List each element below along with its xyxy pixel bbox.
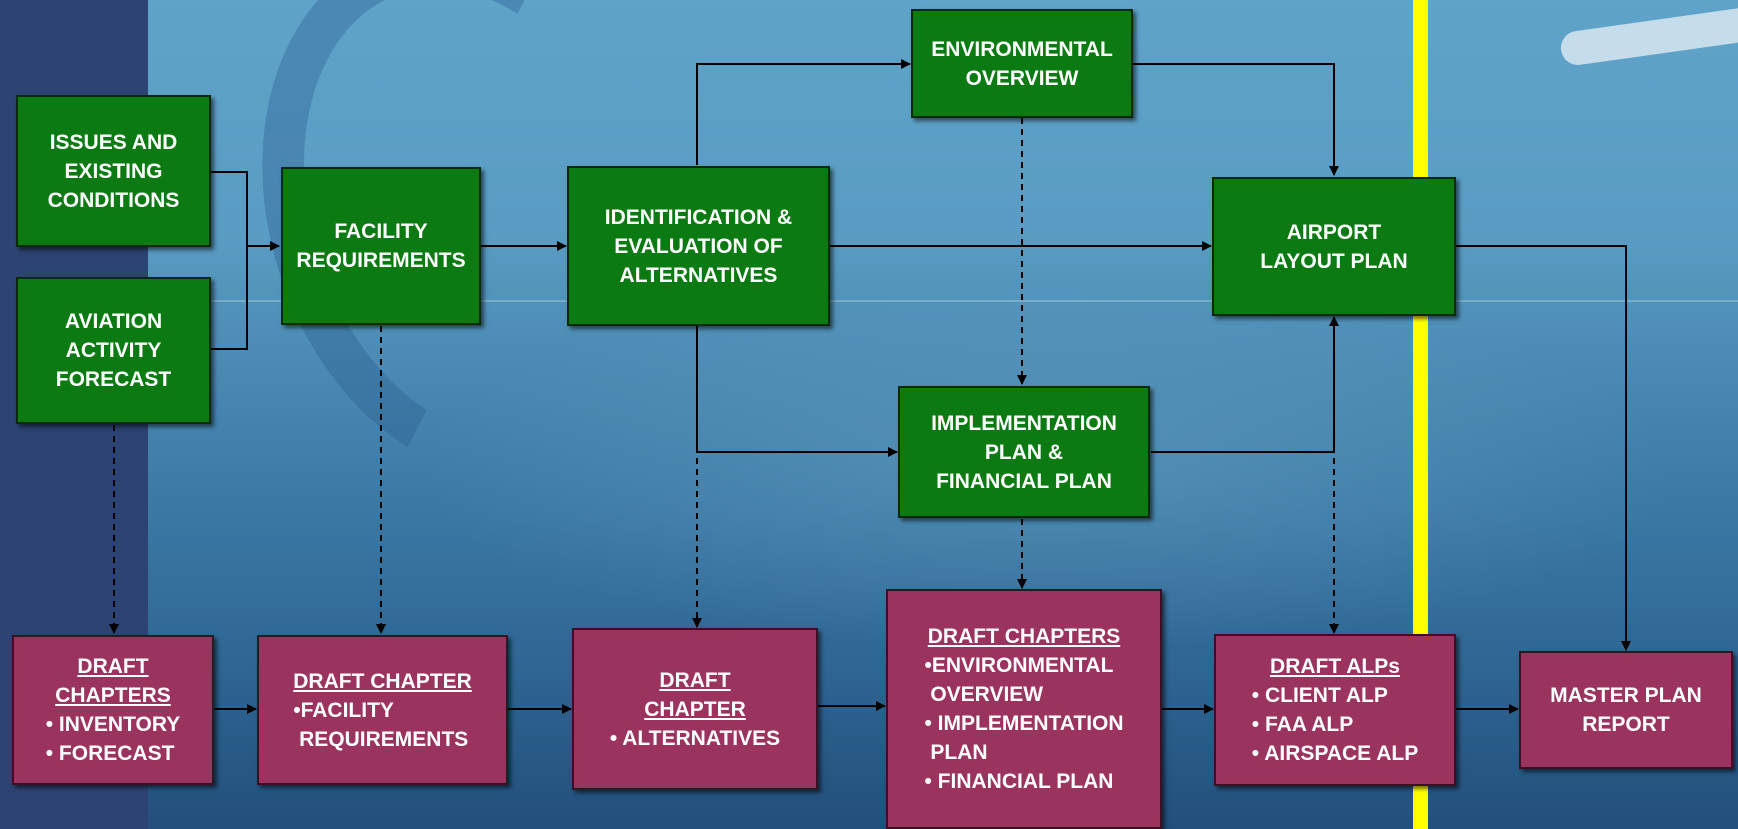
box-text-line: ALTERNATIVES: [619, 263, 778, 287]
issues-existing-conditions-box: ISSUES AND EXISTING CONDITIONS: [16, 95, 211, 247]
facility-requirements-box: FACILITY REQUIREMENTS: [281, 167, 481, 325]
bullet-item: •FACILITY: [293, 698, 394, 722]
arrow-airport-to-master-plan: [1455, 245, 1631, 651]
box-heading: DRAFT CHAPTER: [293, 669, 472, 693]
box-text-line: PLAN &: [984, 440, 1064, 464]
draft-chapters-environmental-box: DRAFT CHAPTERS •ENVIRONMENTAL OVERVIEW •…: [886, 589, 1162, 829]
box-text-line: FORECAST: [55, 368, 172, 391]
bullet-item: • CLIENT ALP: [1251, 684, 1388, 707]
airport-layout-plan-box: AIRPORT LAYOUT PLAN: [1212, 177, 1456, 316]
box-text-line: IDENTIFICATION &: [604, 205, 793, 229]
bullet-item-text: OVERVIEW: [930, 683, 1044, 706]
arrow-environmental-to-airport: [1133, 63, 1339, 176]
implementation-financial-plan-box: IMPLEMENTATION PLAN & FINANCIAL PLAN: [898, 386, 1150, 518]
arrow-identification-to-implementation: [696, 326, 898, 457]
bullet-item: • IMPLEMENTATION: [924, 712, 1124, 735]
box-text-line: ACTIVITY: [65, 339, 162, 362]
draft-chapter-facility-box: DRAFT CHAPTER •FACILITY REQUIREMENTS: [257, 635, 508, 785]
bullet-item: REQUIREMENTS: [293, 725, 472, 754]
box-text-line: EVALUATION OF: [614, 234, 783, 258]
environmental-overview-box: ENVIRONMENTAL OVERVIEW: [911, 9, 1133, 118]
box-text-line: OVERVIEW: [965, 66, 1079, 90]
box-text-line: REPORT: [1582, 713, 1670, 736]
box-text-line: ISSUES AND: [49, 130, 178, 154]
bullet-item-text: REQUIREMENTS: [299, 727, 469, 751]
identification-evaluation-box: IDENTIFICATION & EVALUATION OF ALTERNATI…: [567, 166, 830, 326]
bullet-item: • FORECAST: [45, 742, 175, 765]
box-heading: DRAFT ALPs: [1270, 655, 1400, 678]
bullet-item: • AIRSPACE ALP: [1251, 742, 1419, 765]
box-text-line: MASTER PLAN: [1550, 684, 1702, 707]
box-heading: DRAFT CHAPTERS: [927, 625, 1121, 648]
box-text-line: FACILITY: [334, 220, 428, 243]
bullet-item: • FINANCIAL PLAN: [924, 770, 1114, 793]
box-text-line: AIRPORT: [1286, 220, 1382, 244]
box-text-line: CONDITIONS: [47, 188, 180, 212]
box-text-line: REQUIREMENTS: [296, 249, 466, 272]
draft-alps-box: DRAFT ALPs • CLIENT ALP • FAA ALP • AIRS…: [1214, 634, 1456, 786]
box-text-line: LAYOUT PLAN: [1260, 249, 1408, 273]
connector-issues-merge: [210, 171, 248, 350]
bullet-item: PLAN: [924, 738, 1123, 767]
box-text-line: EXISTING: [64, 159, 163, 183]
bullet-item: OVERVIEW: [924, 680, 1123, 709]
box-text-line: ENVIRONMENTAL: [931, 37, 1113, 61]
horizon-line: [148, 300, 1738, 302]
bullet-item: •ENVIRONMENTAL: [924, 654, 1114, 677]
bullet-item-text: PLAN: [930, 741, 988, 764]
master-plan-report-box: MASTER PLAN REPORT: [1519, 651, 1733, 769]
arrow-implementation-to-airport: [1151, 316, 1339, 453]
arrow-identification-to-environmental: [696, 59, 911, 165]
box-text-line: AVIATION: [64, 310, 163, 333]
bullet-item: • INVENTORY: [45, 713, 181, 736]
box-text-line: IMPLEMENTATION: [931, 411, 1117, 435]
aviation-activity-forecast-box: AVIATION ACTIVITY FORECAST: [16, 277, 211, 424]
bullet-item: • FAA ALP: [1251, 713, 1354, 736]
box-text-line: FINANCIAL PLAN: [936, 469, 1112, 493]
bullet-item: • ALTERNATIVES: [609, 726, 781, 750]
